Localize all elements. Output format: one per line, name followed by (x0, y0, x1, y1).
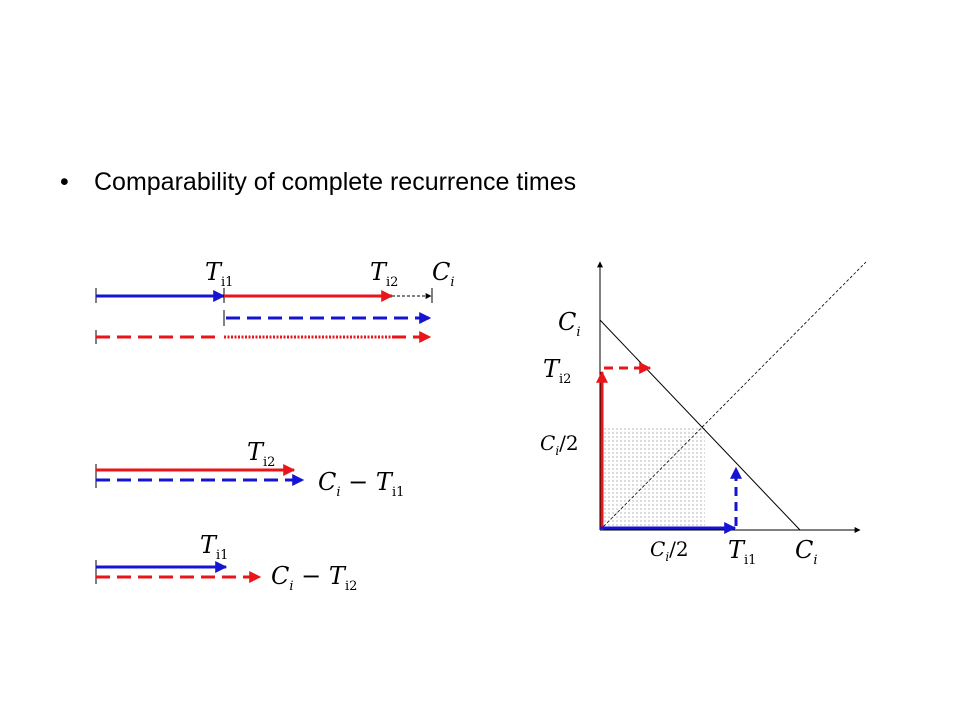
label-c-minus-t-i2: Ci − Ti2 (271, 562, 357, 594)
y-label-c-i: Ci (558, 308, 581, 340)
label-t-i1: Ti1 (205, 258, 233, 290)
timeline-middle: Ti2 Ci − Ti1 (95, 438, 404, 500)
diagonal-line (599, 261, 867, 531)
label-c-minus-t-i1: Ci − Ti1 (318, 468, 404, 500)
budget-line (599, 319, 801, 531)
x-label-c-half: Ci/2 (650, 537, 689, 564)
x-label-t-i1: Ti1 (728, 536, 756, 568)
y-label-c-half: Ci/2 (540, 431, 579, 458)
bullet-line: • Comparability of complete recurrence t… (60, 168, 576, 197)
bullet-text: Comparability of complete recurrence tim… (94, 168, 577, 196)
label-t-i2: Ti2 (370, 258, 398, 290)
timeline-top: Ti1 Ti2 Ci (95, 258, 455, 344)
label-c-i: Ci (432, 258, 455, 290)
y-label-t-i2: Ti2 (543, 355, 571, 387)
shaded-square (600, 426, 705, 530)
region-plot: Ci Ti2 Ci/2 Ci/2 Ti1 Ci (540, 261, 867, 568)
label-t-i2: Ti2 (247, 438, 275, 470)
label-t-i1: Ti1 (200, 531, 228, 563)
bullet-symbol: • (60, 168, 69, 196)
timeline-bottom: Ti1 Ci − Ti2 (95, 531, 357, 594)
x-label-c-i: Ci (795, 536, 818, 568)
